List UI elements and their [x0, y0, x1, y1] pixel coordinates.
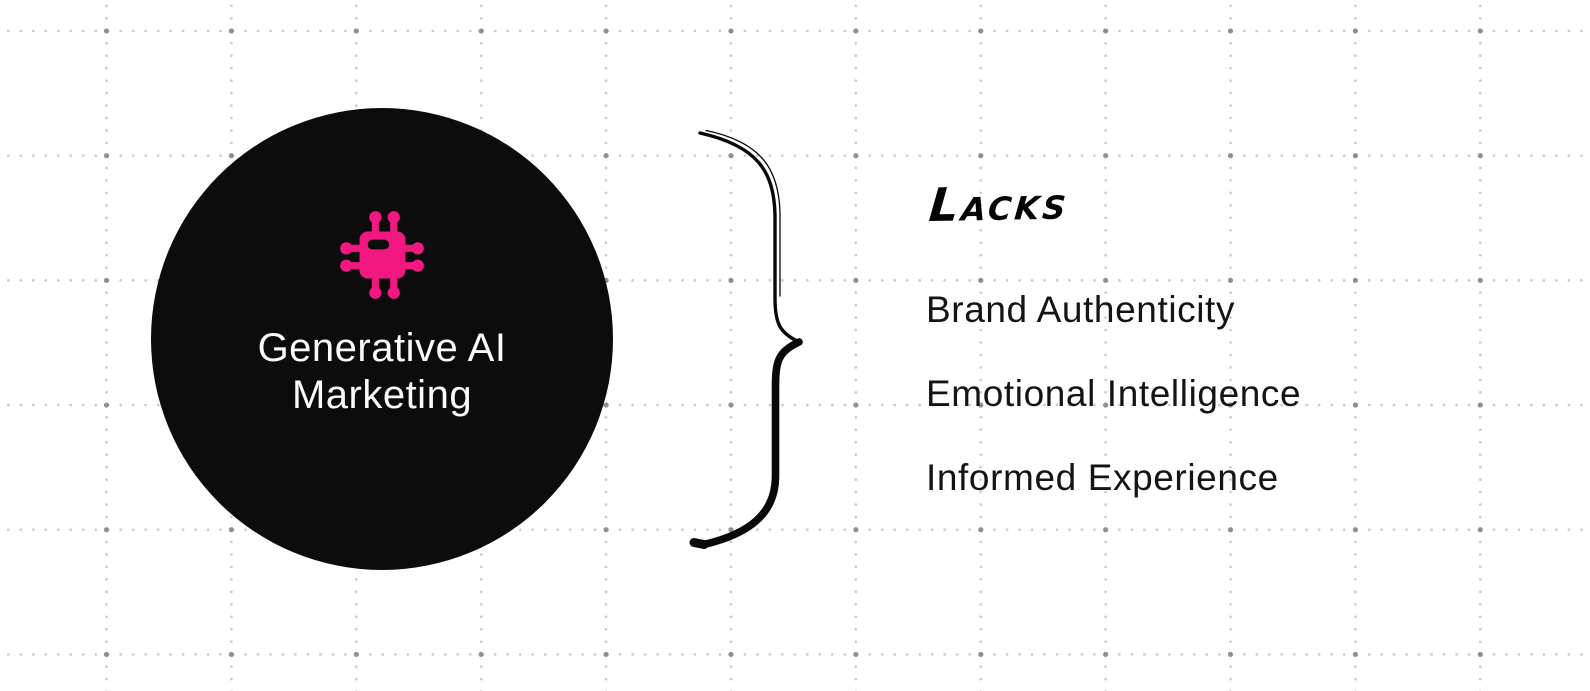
- lacks-heading: Lacks: [927, 175, 1072, 232]
- lacks-item-emotional-intelligence: Emotional Intelligence: [926, 373, 1302, 414]
- circle-title: Generative AI Marketing: [258, 325, 507, 419]
- circle-title-line-2: Marketing: [291, 373, 473, 417]
- generative-ai-marketing-circle: Generative AI Marketing: [151, 108, 613, 570]
- lacks-list: Brand Authenticity Emotional Intelligenc…: [926, 288, 1301, 540]
- lacks-item-brand-authenticity: Brand Authenticity: [926, 289, 1236, 330]
- ai-chip-icon: [336, 207, 428, 303]
- circle-title-line-1: Generative AI: [257, 325, 507, 370]
- lacks-item-informed-experience: Informed Experience: [926, 457, 1279, 498]
